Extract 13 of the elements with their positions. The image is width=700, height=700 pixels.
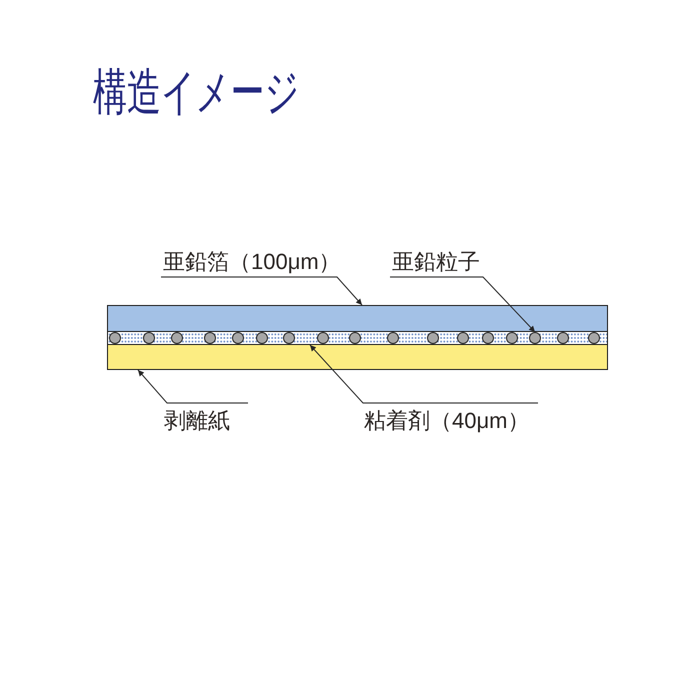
part-label: 粘着剤（40μm）: [364, 408, 530, 434]
leader-line: [160, 276, 362, 306]
layer-band: [107, 305, 608, 332]
layer-band: [107, 331, 608, 345]
leader-line: [138, 370, 248, 404]
part-label: 剥離紙: [164, 408, 230, 434]
leader-line: [310, 344, 538, 404]
part-label: 亜鉛箔（100μm）: [163, 249, 341, 275]
layer-band: [107, 344, 608, 370]
leader-line: [390, 276, 536, 332]
title: 構造イメージ: [93, 67, 300, 117]
part-label: 亜鉛粒子: [392, 249, 480, 275]
particle: [529, 332, 541, 344]
